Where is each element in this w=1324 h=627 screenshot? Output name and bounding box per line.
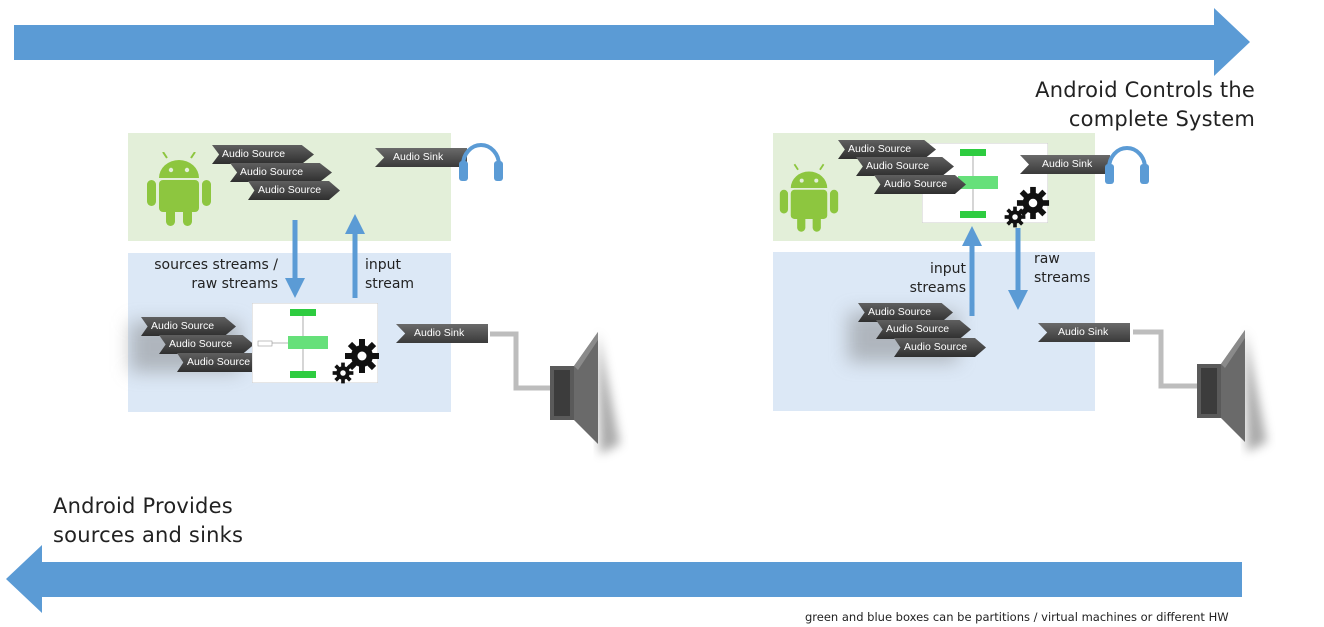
audio-source-tag: Audio Source xyxy=(858,303,953,322)
audio-source-tag: Audio Source xyxy=(248,181,340,200)
audio-source-tag: Audio Source xyxy=(230,163,332,182)
gear-icon xyxy=(1016,186,1050,220)
up-stream-label: input stream xyxy=(365,257,415,292)
android-robot-icon xyxy=(779,163,839,232)
gear-icon xyxy=(1004,206,1026,228)
speaker-icon xyxy=(490,331,620,454)
controls-label: Android Controls the complete System xyxy=(1035,78,1255,131)
android-robot-icon xyxy=(147,152,211,226)
audio-sink-tag: Audio Sink xyxy=(1020,155,1110,174)
mixer-diagram-thumbnail xyxy=(252,303,378,383)
audio-source-tag: Audio Source xyxy=(874,175,966,194)
up-stream-label: input streams xyxy=(909,261,966,296)
footnote: green and blue boxes can be partitions /… xyxy=(805,610,1229,624)
audio-source-tag: Audio Source xyxy=(141,317,236,336)
audio-source-tag: Audio Source xyxy=(876,320,971,339)
audio-source-tag: Audio Source xyxy=(177,353,267,372)
speaker-icon xyxy=(1133,329,1267,452)
gear-icon xyxy=(332,362,354,384)
top-flow-arrow xyxy=(14,8,1250,76)
audio-sink-tag: Audio Sink xyxy=(1038,323,1130,342)
headphones-icon xyxy=(459,143,503,181)
audio-sink-tag: Audio Sink xyxy=(375,148,467,167)
down-stream-arrow xyxy=(285,220,305,298)
audio-source-tag: Audio Source xyxy=(212,145,314,164)
audio-source-tag: Audio Source xyxy=(159,335,254,354)
up-stream-arrow xyxy=(345,214,365,298)
provides-label: Android Provides sources and sinks xyxy=(53,494,244,547)
bottom-flow-arrow xyxy=(6,545,1242,613)
audio-source-tag: Audio Source xyxy=(856,157,954,176)
audio-sink-tag: Audio Sink xyxy=(396,324,488,343)
audio-source-tag: Audio Source xyxy=(894,338,986,357)
down-stream-arrow xyxy=(1008,228,1028,310)
gear-icon xyxy=(345,339,379,373)
headphones-icon xyxy=(1105,146,1149,184)
audio-source-tag: Audio Source xyxy=(838,140,936,159)
down-stream-label: sources streams / raw streams xyxy=(154,257,278,292)
down-stream-label: raw streams xyxy=(1034,251,1091,286)
up-stream-arrow xyxy=(962,226,982,316)
